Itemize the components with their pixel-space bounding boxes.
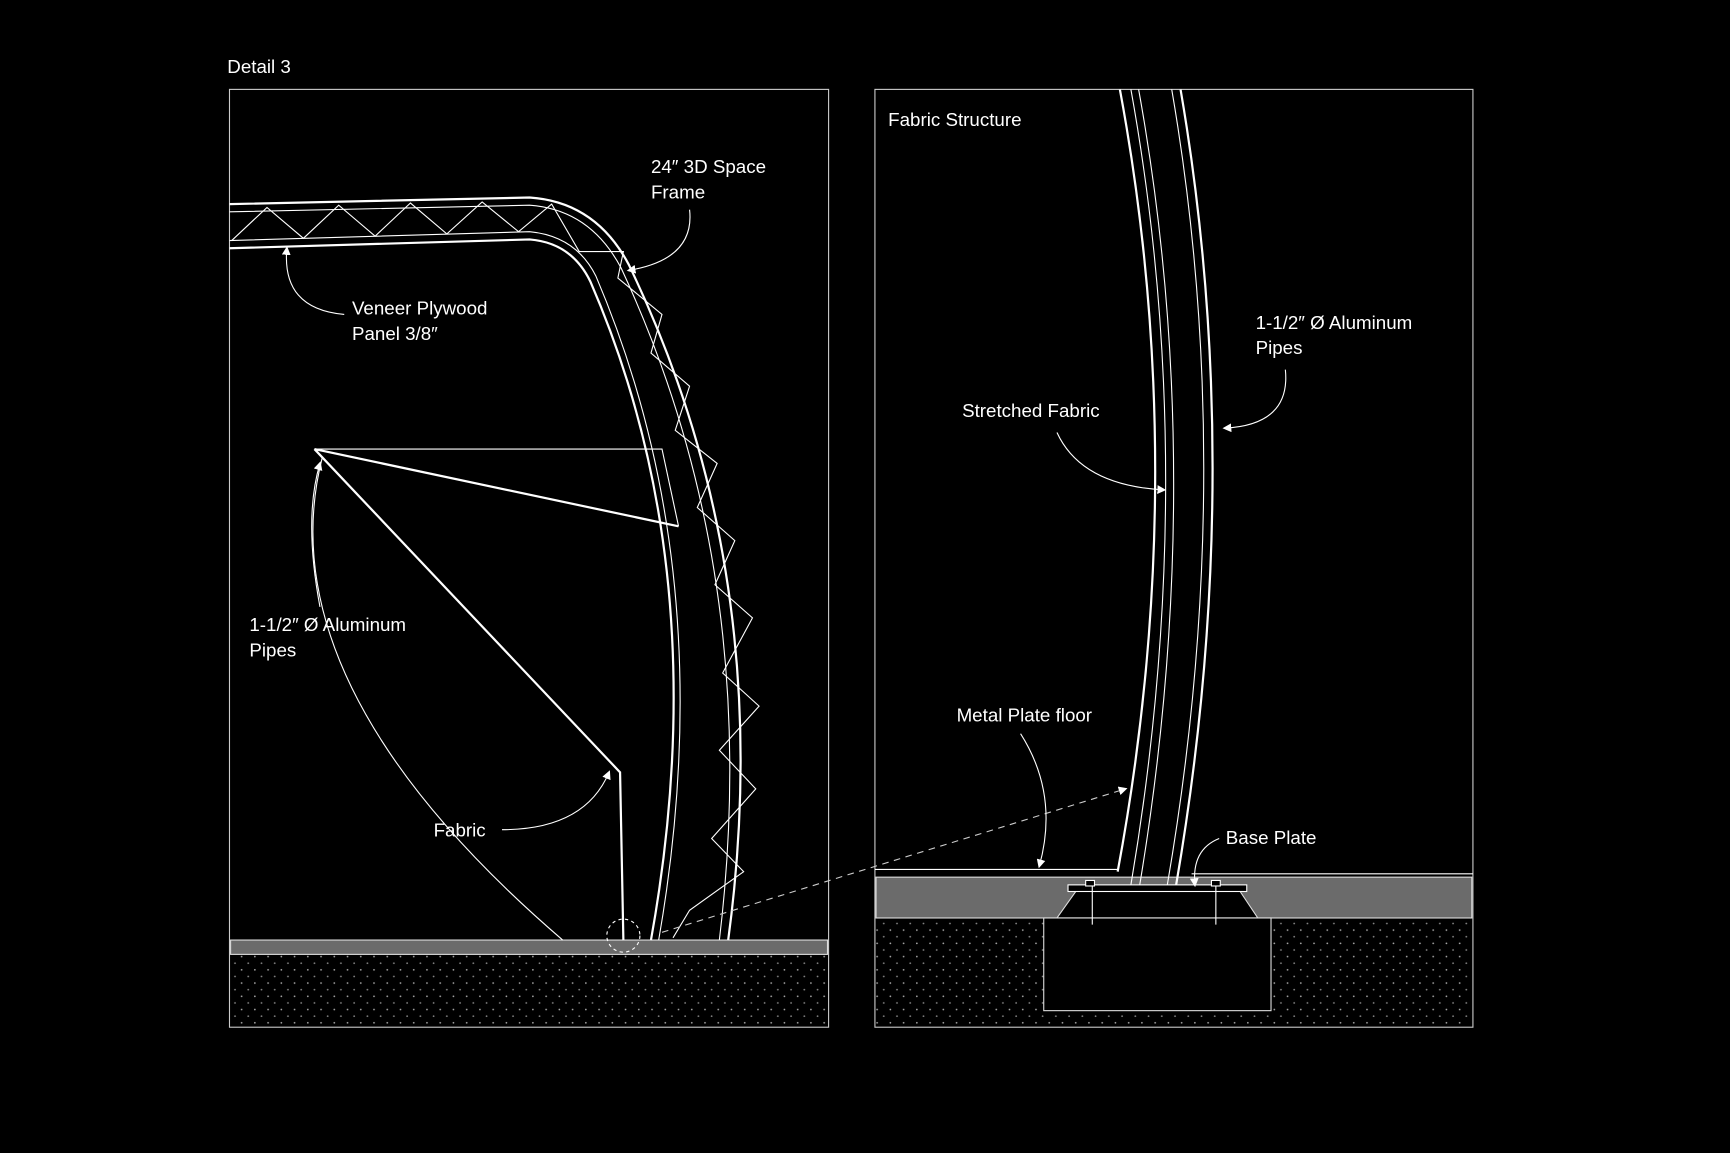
left-panel-section: 24″ 3D Space Frame Veneer Plywood Panel …	[228, 88, 830, 1028]
leader-pipes	[311, 461, 323, 607]
anchor-bolts	[1091, 885, 1217, 925]
detail-callout-circle	[606, 918, 641, 953]
base-plate	[1067, 884, 1248, 893]
space-frame-inner-inner	[229, 231, 681, 941]
label-right-pipes-1: 1-1/2″ Ø Aluminum	[1256, 312, 1413, 333]
pipe-guide	[314, 448, 680, 527]
label-stretched-fabric: Stretched Fabric	[962, 400, 1100, 421]
label-pipes-2: Pipes	[249, 639, 296, 660]
pipe-right-edge	[1166, 89, 1205, 885]
veneer-panel	[229, 238, 675, 941]
metal-plate-floor-line	[874, 868, 1473, 875]
pipe-left-edge-2	[1138, 89, 1175, 885]
aluminum-pipes	[313, 447, 679, 941]
bolt-left	[1085, 879, 1096, 887]
label-veneer-2: Panel 3/8″	[352, 323, 438, 344]
space-frame-outer	[229, 196, 742, 941]
leader-fabric	[502, 770, 611, 831]
leader-veneer	[281, 246, 345, 316]
pipe-left-edge	[1130, 89, 1167, 885]
label-space-frame-2: Frame	[651, 182, 705, 203]
leader-base-plate	[1189, 838, 1220, 888]
ground-hatch	[230, 955, 828, 1027]
leader-stretched-fabric	[1056, 432, 1167, 494]
right-panel-frame	[874, 88, 1474, 1028]
space-frame-truss	[231, 201, 760, 939]
label-pipes-1: 1-1/2″ Ø Aluminum	[249, 614, 406, 635]
footing-cap	[1055, 890, 1259, 919]
footing	[1043, 917, 1272, 1012]
left-panel-frame	[228, 88, 830, 1028]
label-metal-plate-floor: Metal Plate floor	[957, 705, 1092, 726]
drawing-title: Detail 3	[227, 56, 291, 77]
leader-metal-plate	[1020, 733, 1047, 869]
label-space-frame-1: 24″ 3D Space	[651, 156, 766, 177]
right-panel-section: Fabric Structure 1-1/2″ Ø Aluminum Pipes…	[874, 88, 1474, 1028]
detail-reference-line	[661, 786, 1128, 933]
leader-space-frame	[626, 209, 691, 274]
space-frame-outer-inner	[229, 204, 731, 941]
label-fabric: Fabric	[434, 819, 486, 840]
label-base-plate: Base Plate	[1226, 827, 1317, 848]
floor-band	[230, 939, 829, 955]
bolt-right	[1210, 879, 1221, 887]
stretched-fabric-line	[1116, 89, 1157, 872]
aluminum-pipe-outer	[1175, 89, 1214, 886]
leader-right-pipes	[1222, 369, 1287, 433]
fabric-line	[312, 457, 564, 941]
label-right-pipes-2: Pipes	[1256, 337, 1303, 358]
label-veneer-1: Veneer Plywood	[352, 297, 488, 318]
right-panel-title: Fabric Structure	[888, 109, 1021, 130]
